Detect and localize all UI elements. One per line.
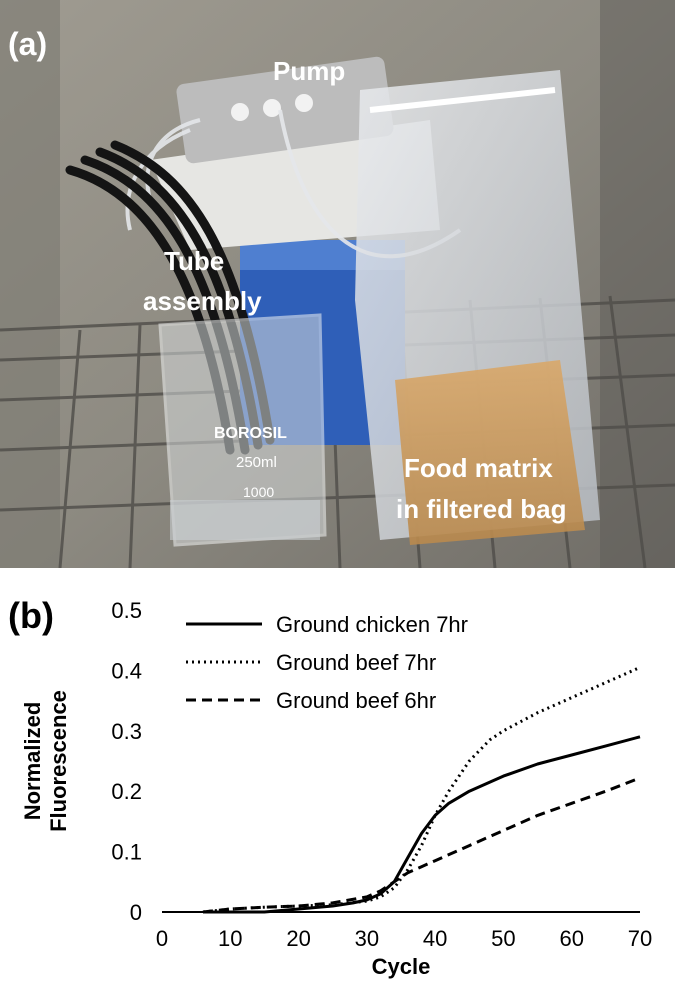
x-tick-label: 0 bbox=[156, 926, 168, 951]
x-tick-label: 50 bbox=[491, 926, 515, 951]
setup-photo-drawing: (a) Pump Tube assembly Food matrix in fi… bbox=[0, 0, 675, 568]
beaker-mark-text: 1000 bbox=[243, 484, 274, 500]
food-matrix-label-line1: Food matrix bbox=[404, 453, 553, 483]
x-tick-label: 40 bbox=[423, 926, 447, 951]
x-tick-label: 20 bbox=[286, 926, 310, 951]
series-line-2 bbox=[202, 666, 641, 914]
y-axis-title: Normalized Fluorescence bbox=[20, 690, 71, 832]
x-tick-label: 70 bbox=[628, 926, 652, 951]
y-axis-title-line2: Fluorescence bbox=[46, 690, 71, 832]
y-tick-label: 0.3 bbox=[111, 719, 142, 744]
beaker-volume-text: 250ml bbox=[236, 454, 277, 471]
x-tick-label: 30 bbox=[355, 926, 379, 951]
pump-label: Pump bbox=[273, 56, 345, 86]
tube-assembly-label-line1: Tube bbox=[164, 246, 224, 276]
y-tick-label: 0 bbox=[130, 900, 142, 925]
x-axis-title: Cycle bbox=[372, 954, 431, 979]
amplification-chart-panel: (b) Normalized Fluorescence Cycle 0 10 20 3… bbox=[0, 578, 675, 990]
legend-label-2: Ground beef 7hr bbox=[276, 650, 436, 675]
food-matrix bbox=[395, 360, 585, 545]
tube-assembly-label-line2: assembly bbox=[143, 286, 262, 316]
panel-b-label: (b) bbox=[8, 595, 54, 636]
chart-series bbox=[202, 666, 641, 914]
x-tick-label: 60 bbox=[559, 926, 583, 951]
food-matrix-label-line2: in filtered bag bbox=[396, 494, 566, 524]
amplification-chart: (b) Normalized Fluorescence Cycle 0 10 20 3… bbox=[8, 595, 652, 979]
x-tick-label: 10 bbox=[218, 926, 242, 951]
legend-label-1: Ground chicken 7hr bbox=[276, 612, 468, 637]
y-tick-label: 0.4 bbox=[111, 658, 142, 683]
series-line-1 bbox=[203, 735, 641, 914]
legend-label-3: Ground beef 6hr bbox=[276, 688, 436, 713]
beaker-brand-text: BOROSIL bbox=[214, 425, 287, 442]
y-tick-label: 0.5 bbox=[111, 598, 142, 623]
series-line-3 bbox=[202, 776, 641, 914]
y-tick-label: 0.1 bbox=[111, 840, 142, 865]
y-axis-title-line1: Normalized bbox=[20, 702, 45, 821]
y-tick-label: 0.2 bbox=[111, 779, 142, 804]
setup-photo: (a) Pump Tube assembly Food matrix in fi… bbox=[0, 0, 675, 568]
beaker bbox=[158, 313, 327, 547]
panel-a-label: (a) bbox=[8, 26, 47, 62]
